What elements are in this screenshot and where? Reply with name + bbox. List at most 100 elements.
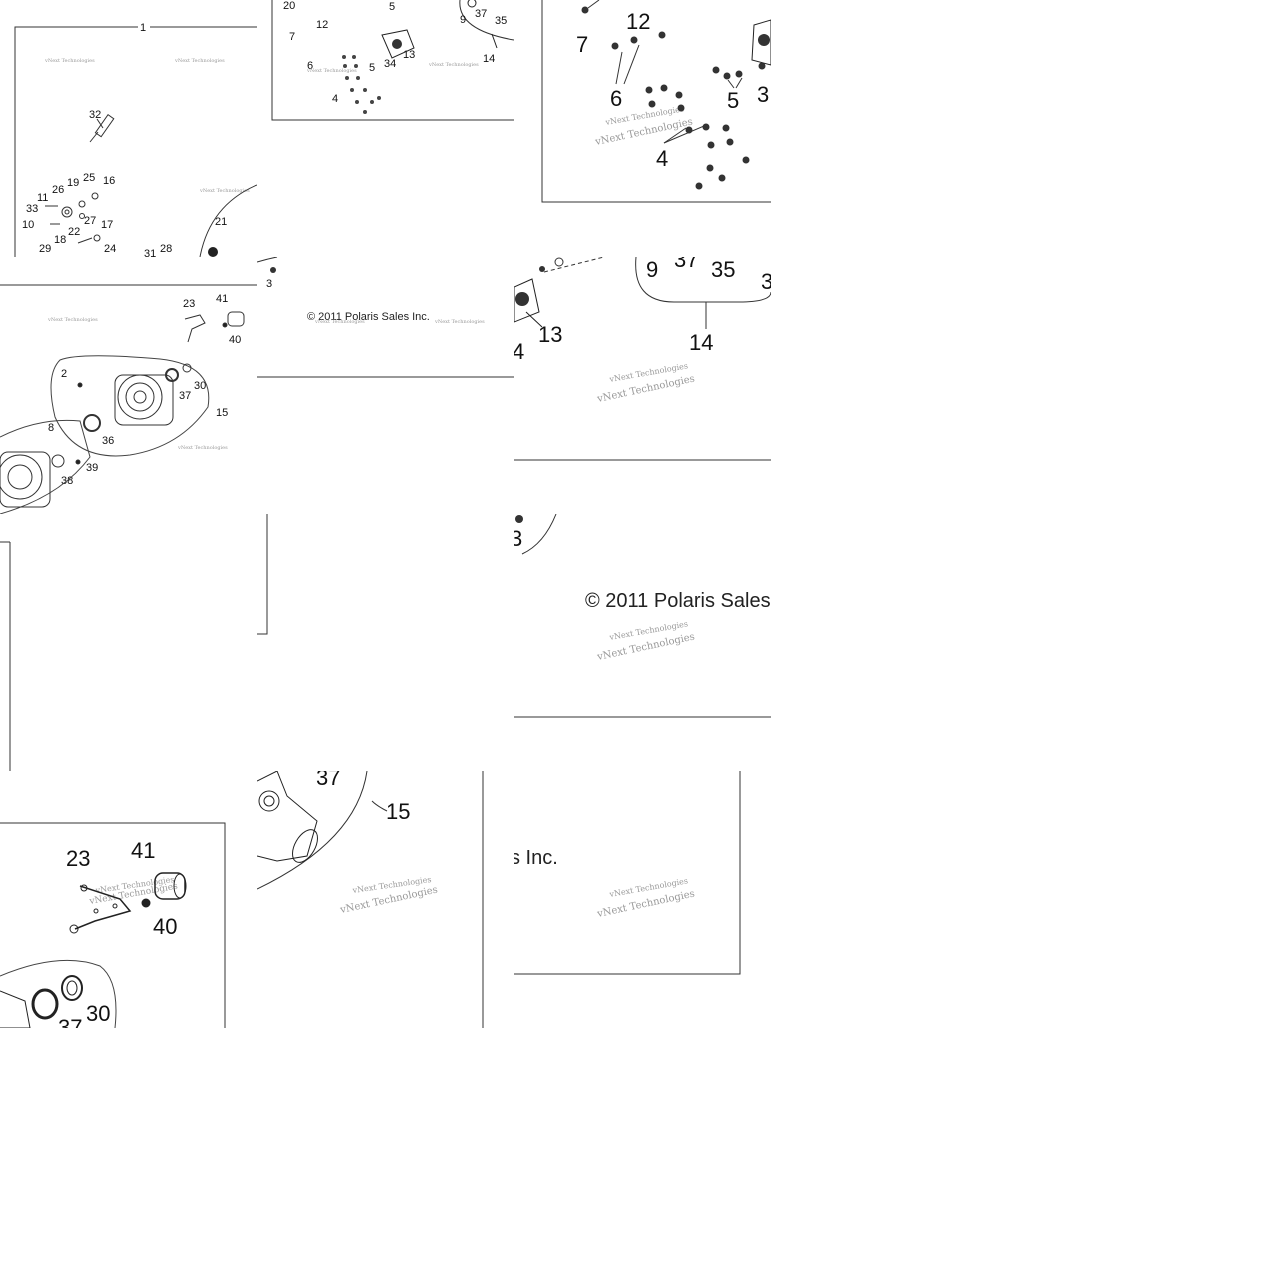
callout-label: 3	[757, 82, 769, 107]
tile-f-drawing: 9 37 35 13 14 4 3 vNext Technologies vNe…	[514, 257, 771, 461]
callout-label: 6	[610, 86, 622, 111]
callout-label: 24	[104, 243, 116, 255]
callout-label: 5	[727, 88, 739, 113]
tile-c-drawing: 12 7 6 5 4 3 vNext Technologies vNext Te…	[541, 0, 771, 203]
callout-label: 5	[369, 62, 375, 74]
diagram-tile-j: s Inc. vNext Technologies vNext Technolo…	[514, 771, 771, 1028]
callout-label: 1	[140, 22, 146, 34]
callout-label: 30	[86, 1001, 110, 1026]
diagram-tile-c: 12 7 6 5 4 3 vNext Technologies vNext Te…	[514, 0, 771, 257]
callout-label: 16	[103, 175, 115, 187]
callout-label: 9	[460, 14, 466, 26]
callout-label: 3	[514, 526, 522, 551]
diagram-tile-blank	[0, 514, 514, 771]
diagram-tile-h: 23 41 40 30 37 vNext Technologies vNext …	[0, 771, 257, 1028]
tile-b-drawing: 20 5 37 35 12 7 6 5 34 13 9 14 4 vNext T…	[271, 0, 514, 121]
callout-label: 13	[538, 322, 562, 347]
callout-label: 33	[26, 203, 38, 215]
callout-label: 28	[160, 243, 172, 255]
callout-label: 25	[83, 172, 95, 184]
tile-d-drawing: 23 41 40 2 30 37 15 8 36 39 38 vNext Tec…	[0, 284, 257, 514]
watermark: vNext Technologies	[434, 319, 485, 325]
diagram-tile-e: 3 © 2011 Polaris Sales Inc. vNext Techno…	[257, 257, 514, 514]
callout-label: 14	[689, 330, 713, 355]
callout-label: 40	[153, 914, 177, 939]
callout-label: 7	[576, 32, 588, 57]
callout-label: 18	[54, 234, 66, 246]
tile-i-drawing: 37 15 vNext Technologies vNext Technolog…	[257, 771, 484, 1028]
callout-label: 37	[674, 257, 698, 272]
callout-label: 7	[289, 31, 295, 43]
callout-label: 17	[101, 219, 113, 231]
callout-label: 29	[39, 243, 51, 255]
frame-lines	[0, 514, 268, 771]
callout-label: 4	[332, 93, 338, 105]
watermark: vNext Technologies	[306, 68, 357, 74]
callout-label: 15	[386, 799, 410, 824]
callout-label: 20	[283, 0, 295, 12]
callout-label: 31	[144, 248, 156, 257]
bolt-cluster	[581, 0, 766, 190]
watermark: vNext Technologies	[199, 188, 250, 194]
callout-label: 6	[307, 60, 313, 72]
part-13-housing	[514, 278, 543, 328]
callout-label: 37	[475, 8, 487, 20]
watermark: vNext Technologies	[428, 62, 479, 68]
callout-label: 32	[89, 109, 101, 121]
diagram-tile-g: 3 © 2011 Polaris Sales vNext Technologie…	[514, 514, 771, 771]
diagram-tile-i: 37 15 vNext Technologies vNext Technolog…	[257, 771, 514, 1028]
callout-label: 41	[216, 293, 228, 305]
part-34-housing	[381, 29, 415, 59]
callout-label: 5	[389, 1, 395, 13]
callout-label: 35	[495, 15, 507, 27]
gear-parts-cluster	[45, 192, 101, 244]
tile-h-drawing: 23 41 40 30 37 vNext Technologies vNext …	[0, 822, 226, 1028]
part-3-housing	[751, 19, 771, 66]
diagram-tile-b: 20 5 37 35 12 7 6 5 34 13 9 14 4 vNext T…	[257, 0, 514, 257]
part-15-case	[77, 363, 192, 432]
tile-g-drawing: 3 © 2011 Polaris Sales vNext Technologie…	[514, 514, 771, 718]
copyright-notice-tail: s Inc.	[514, 847, 558, 869]
part-23-bracket	[69, 884, 132, 934]
callout-label: 30	[194, 380, 206, 392]
watermark: vNext Technologies	[177, 445, 228, 451]
callout-label: 27	[84, 215, 96, 227]
callout-label: 19	[67, 177, 79, 189]
callout-label: 21	[215, 216, 227, 228]
callout-label: 41	[131, 838, 155, 863]
watermark: vNext Technologies	[314, 319, 365, 325]
callout-label: 3	[266, 278, 272, 290]
diagram-tile-f: 9 37 35 13 14 4 3 vNext Technologies vNe…	[514, 257, 771, 514]
bolt-cluster	[342, 55, 381, 114]
part-8-case	[0, 451, 81, 508]
callout-label: 37	[58, 1015, 82, 1028]
callout-label: 22	[68, 226, 80, 238]
callout-label: 12	[626, 9, 650, 34]
callout-label: 23	[66, 846, 90, 871]
diagram-tile-a: 1 vNext Technologies vNext Technologies …	[0, 0, 257, 257]
copyright-notice: © 2011 Polaris Sales	[585, 590, 771, 612]
callout-label: 35	[711, 257, 735, 282]
callout-label: 14	[483, 53, 495, 65]
callout-label: 36	[102, 435, 114, 447]
callout-label: 34	[384, 58, 396, 70]
callout-label: 4	[514, 339, 524, 364]
callout-label: 8	[48, 422, 54, 434]
diagram-tile-d: 23 41 40 2 30 37 15 8 36 39 38 vNext Tec…	[0, 257, 257, 514]
callout-label: 40	[229, 334, 241, 346]
callout-label: 9	[646, 257, 658, 282]
copyright-notice: © 2011 Polaris Sales Inc.	[307, 311, 430, 323]
callout-label: 37	[179, 390, 191, 402]
watermark: vNext Technologies	[47, 317, 98, 323]
callout-label: 26	[52, 184, 64, 196]
part-30-bearing	[0, 975, 83, 1028]
tile-e-drawing: 3 © 2011 Polaris Sales Inc. vNext Techno…	[257, 257, 514, 378]
watermark: vNext Technologies	[174, 58, 225, 64]
part-15-case	[257, 771, 318, 863]
callout-label: 3	[761, 269, 771, 294]
callout-label: 4	[656, 146, 668, 171]
tile-j-drawing: s Inc. vNext Technologies vNext Technolo…	[514, 771, 741, 975]
callout-label: 11	[37, 192, 48, 204]
part-32-pin	[89, 113, 115, 143]
watermark: vNext Technologies	[44, 58, 95, 64]
